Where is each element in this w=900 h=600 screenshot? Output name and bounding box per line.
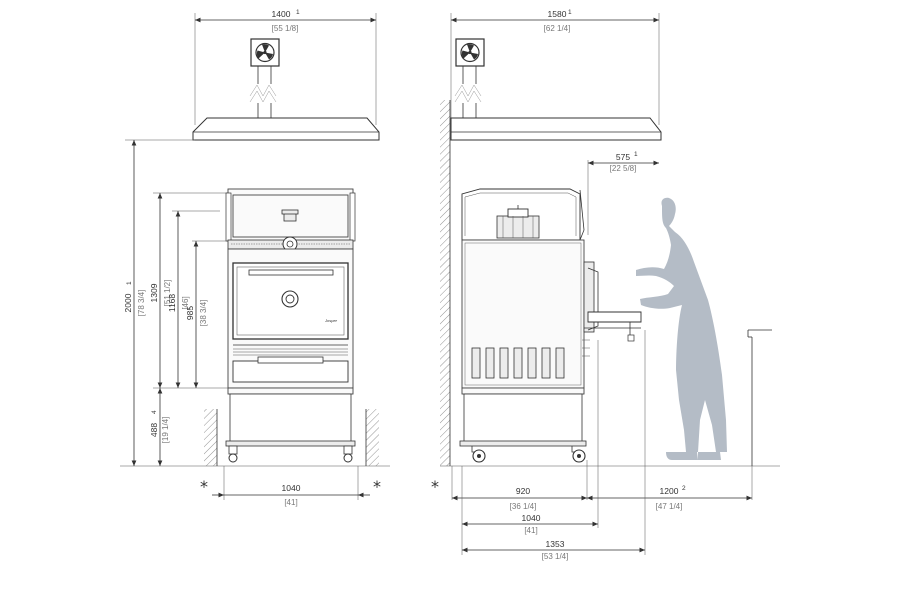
dim-front-height-1309: 1309 [51 1/2] <box>149 192 228 388</box>
dim-front-stand-height: 488 4 [19 1/4] <box>149 388 170 466</box>
dim-imperial: [46] <box>181 296 190 309</box>
dim-value: 1309 <box>149 283 159 302</box>
dim-value: 985 <box>185 306 195 320</box>
dim-value: 1400 <box>272 9 291 19</box>
dim-imperial: [41] <box>524 526 537 535</box>
clearance-mark: * <box>431 477 439 496</box>
dim-value: 1353 <box>546 539 565 549</box>
dim-imperial: [41] <box>284 498 297 507</box>
person-figure <box>636 197 727 460</box>
dim-value: 1200 <box>660 486 679 496</box>
dim-imperial: [53 1/4] <box>542 552 569 561</box>
extraction-hood <box>192 117 380 141</box>
dim-note: 1 <box>296 9 300 16</box>
clearance-mark: * <box>200 477 208 496</box>
dim-note: 1 <box>568 9 572 16</box>
exhaust-duct <box>454 66 482 119</box>
dim-imperial: [51 1/2] <box>163 280 172 307</box>
dim-side-depth-920: 920 [36 1/4] <box>451 460 588 511</box>
dim-note: 1 <box>126 281 133 285</box>
dim-imperial: [19 1/4] <box>161 417 170 444</box>
dim-imperial: [78 3/4] <box>137 290 146 317</box>
clearance-mark: * <box>373 477 381 496</box>
dim-value: 1580 <box>548 9 567 19</box>
fan-icon <box>250 38 280 67</box>
dim-imperial: [55 1/8] <box>272 24 299 33</box>
dim-front-height-985: 985 [38 3/4] <box>185 240 228 388</box>
oven-side <box>459 188 642 463</box>
dim-note: 4 <box>151 410 158 414</box>
dim-note: 1 <box>634 151 638 158</box>
vent-grille <box>471 347 565 379</box>
oven-front: Josper <box>225 188 356 463</box>
dim-side-overhang: 575 1 [22 5/8] <box>587 151 659 235</box>
extraction-hood-side <box>450 117 662 141</box>
wall-hatch-left <box>204 409 217 466</box>
dim-front-width-base: 1040 [41] <box>212 466 370 507</box>
dim-value: 488 <box>149 423 159 437</box>
dim-note: 2 <box>682 485 686 492</box>
dim-side-depth-1040: 1040 [41] <box>461 340 599 555</box>
dim-value: 920 <box>516 486 530 496</box>
dim-imperial: [36 1/4] <box>510 502 537 511</box>
dim-value: 1040 <box>282 483 301 493</box>
dim-value: 575 <box>616 152 630 162</box>
dim-value: 1168 <box>167 294 177 313</box>
wall-hatch-right <box>366 409 379 466</box>
dim-imperial: [62 1/4] <box>544 24 571 33</box>
dim-imperial: [38 3/4] <box>199 300 208 327</box>
dim-value: 2000 <box>123 293 133 312</box>
dim-side-work-space: 1200 2 [47 1/4] <box>587 466 753 511</box>
dim-side-depth-total: 1353 [53 1/4] <box>462 330 646 561</box>
brand-label: Josper <box>324 318 338 323</box>
fan-icon <box>455 38 485 67</box>
dim-imperial: [47 1/4] <box>656 502 683 511</box>
dim-front-height-1168: 1168 [46] <box>167 210 220 388</box>
dim-front-height-total: 2000 1 [78 3/4] <box>123 139 195 466</box>
front-view: 1400 1 [55 1/8] <box>120 9 390 507</box>
dim-value: 1040 <box>522 513 541 523</box>
side-view: 1580 1 [62 1/4] <box>431 9 780 561</box>
counter <box>747 329 772 466</box>
dim-side-width-top: 1580 1 [62 1/4] <box>450 9 660 125</box>
dim-imperial: [22 5/8] <box>610 164 637 173</box>
dim-front-width-top: 1400 1 [55 1/8] <box>194 9 377 125</box>
exhaust-duct <box>249 66 277 119</box>
wall-hatch-back <box>440 100 450 466</box>
